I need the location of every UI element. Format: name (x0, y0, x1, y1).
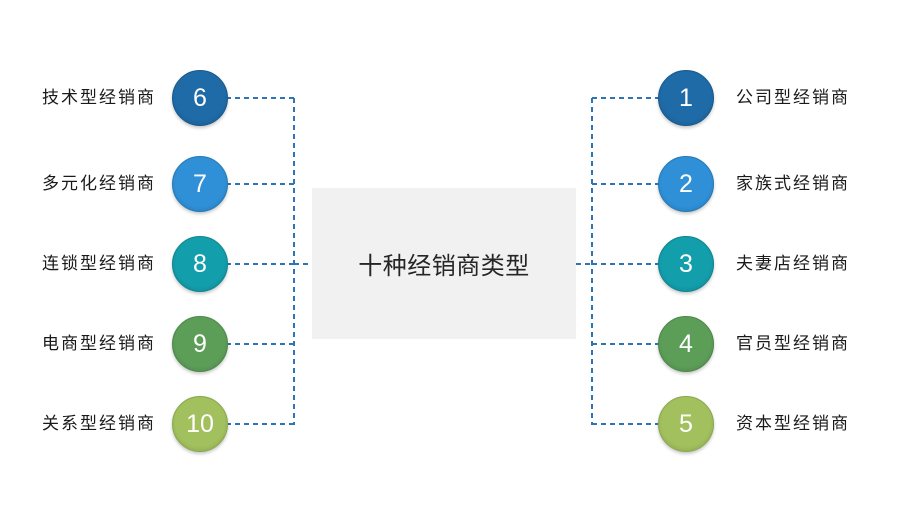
right-box-connector-line (576, 263, 592, 265)
diagram-title: 十种经销商类型 (358, 253, 530, 280)
connector-line-left-5 (226, 423, 294, 425)
connector-line-right-1 (592, 97, 658, 99)
left-circle-10: 10 (172, 396, 228, 452)
circle-number: 4 (679, 329, 693, 358)
left-item-label-10: 关系型经销商 (42, 414, 156, 433)
right-circle-1: 1 (658, 70, 714, 126)
circle-number: 6 (193, 83, 207, 112)
right-circle-5: 5 (658, 396, 714, 452)
circle-number: 5 (679, 409, 693, 438)
circle-number: 8 (193, 249, 207, 278)
left-item-label-9: 电商型经销商 (42, 334, 156, 353)
connector-line-left-3 (226, 263, 294, 265)
connector-line-right-5 (592, 423, 658, 425)
right-item-label-5: 资本型经销商 (736, 414, 850, 433)
left-item-label-8: 连锁型经销商 (42, 254, 156, 273)
left-circle-7: 7 (172, 156, 228, 212)
left-box-connector-line (294, 263, 312, 265)
left-circle-9: 9 (172, 316, 228, 372)
left-connector-spine (293, 98, 295, 425)
right-circle-3: 3 (658, 236, 714, 292)
connector-line-right-3 (592, 263, 658, 265)
right-item-label-4: 官员型经销商 (736, 334, 850, 353)
circle-number: 1 (679, 83, 693, 112)
circle-number: 3 (679, 249, 693, 278)
right-circle-4: 4 (658, 316, 714, 372)
left-circle-8: 8 (172, 236, 228, 292)
circle-number: 10 (186, 409, 214, 438)
circle-number: 7 (193, 169, 207, 198)
center-title-box: 十种经销商类型 (312, 188, 576, 339)
connector-line-left-4 (226, 343, 294, 345)
connector-line-left-2 (226, 183, 294, 185)
right-item-label-1: 公司型经销商 (736, 88, 850, 107)
connector-line-left-1 (226, 97, 294, 99)
right-item-label-2: 家族式经销商 (736, 174, 850, 193)
circle-number: 2 (679, 169, 693, 198)
right-item-label-3: 夫妻店经销商 (736, 254, 850, 273)
circle-number: 9 (193, 329, 207, 358)
connector-line-right-2 (592, 183, 658, 185)
left-item-label-7: 多元化经销商 (42, 174, 156, 193)
right-connector-spine (591, 98, 593, 425)
left-circle-6: 6 (172, 70, 228, 126)
left-item-label-6: 技术型经销商 (42, 88, 156, 107)
connector-line-right-4 (592, 343, 658, 345)
right-circle-2: 2 (658, 156, 714, 212)
